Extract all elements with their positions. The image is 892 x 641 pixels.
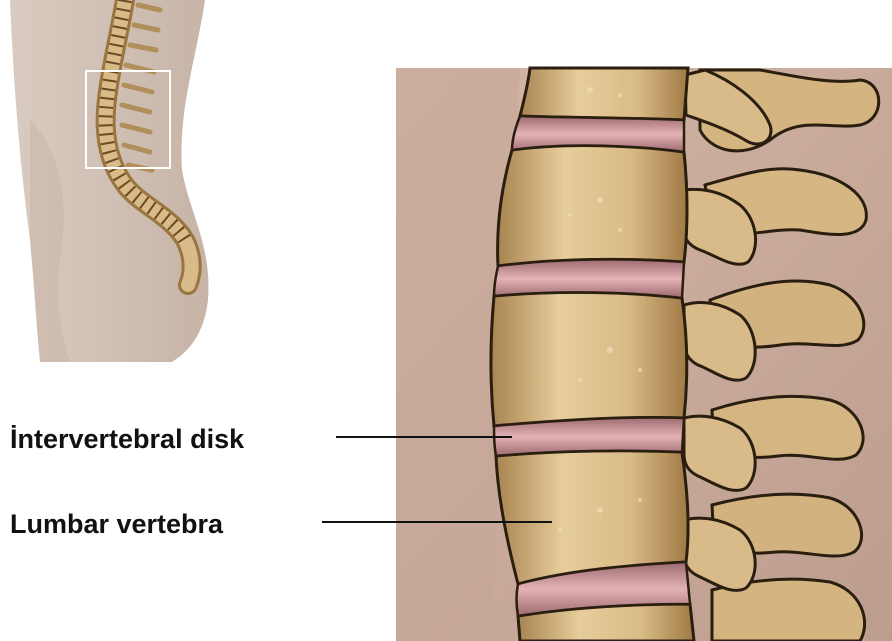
detail-panel [396, 68, 892, 641]
intervertebral-disk [494, 259, 684, 298]
intervertebral-disk-label: İntervertebral disk [10, 426, 244, 453]
lumbar-vertebra-label: Lumbar vertebra [10, 511, 223, 538]
vertebral-body [491, 292, 687, 426]
intervertebral-disk [512, 116, 684, 152]
vertebral-bodies [491, 68, 694, 641]
torso-inset [10, 0, 208, 362]
vertebral-body [520, 68, 688, 120]
intervertebral-disk [494, 417, 684, 456]
vertebral-body [498, 146, 687, 266]
